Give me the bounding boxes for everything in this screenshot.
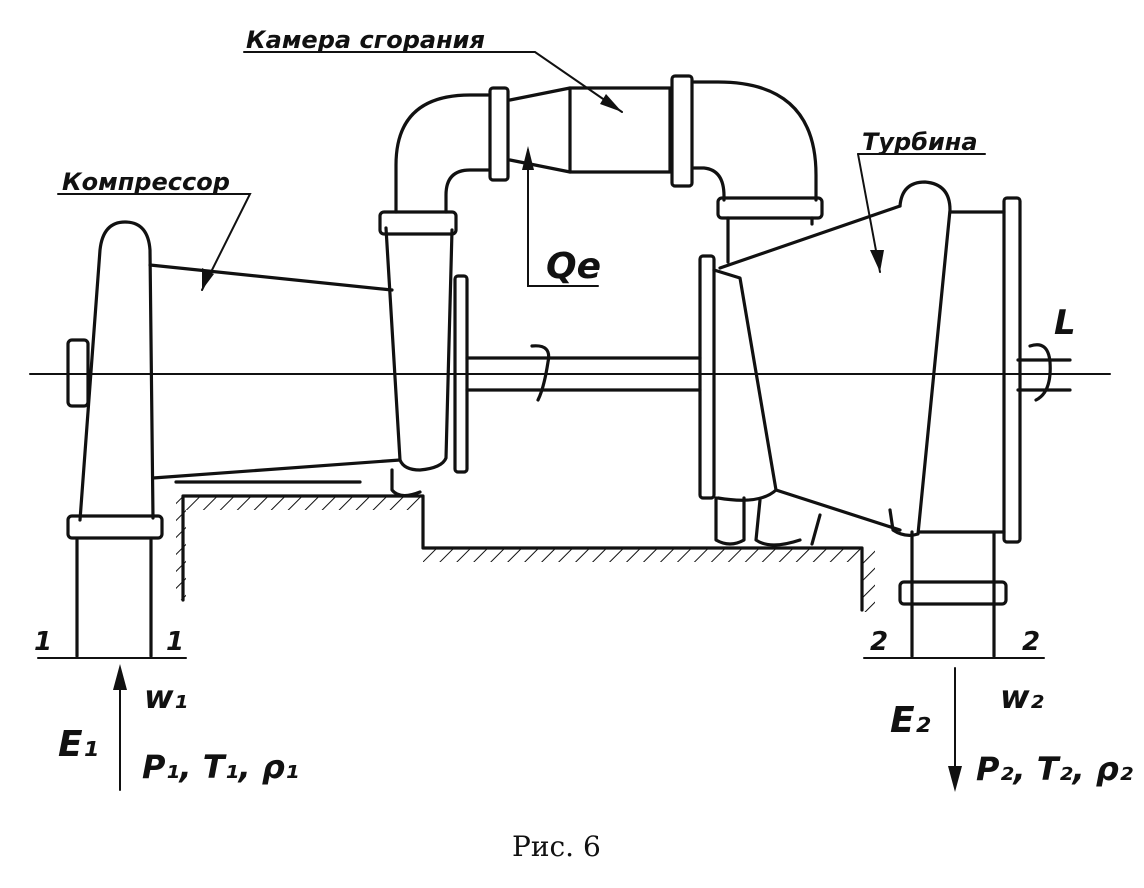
outlet-energy-label: E₂ [890,700,931,741]
inlet-pipe [66,514,164,658]
figure-caption: Рис. 6 [512,830,601,863]
compressor [66,210,469,522]
work-output-label: L [1054,303,1076,343]
inlet-velocity-label: w₁ [144,678,188,716]
inlet-energy-label: E₁ [58,724,98,765]
turbine-label: Турбина [862,128,978,156]
inlet-state-label: P₁, T₁, ρ₁ [142,748,299,786]
turbine [698,180,1022,547]
heat-input-arrow [522,146,599,287]
compressor-label: Компрессор [62,168,230,196]
outlet-velocity-label: w₂ [1000,678,1044,716]
outlet-section-label-left: 2 [870,627,888,657]
outlet-pipe [898,530,1008,658]
outlet-energy-arrow [948,667,962,792]
foundation-base [176,494,875,612]
inlet-energy-arrow [113,664,127,791]
outlet-state-label: P₂, T₂, ρ₂ [976,750,1133,788]
outlet-section-label-right: 2 [1022,627,1040,657]
heat-input-label: Qe [546,246,601,287]
label-leaders [57,51,986,291]
combustion-chamber [394,74,824,264]
inlet-section-label-right: 1 [166,627,184,657]
shaft [465,343,1072,402]
combustion-chamber-label: Камера сгорания [246,26,485,54]
inlet-section-label-left: 1 [34,627,52,657]
